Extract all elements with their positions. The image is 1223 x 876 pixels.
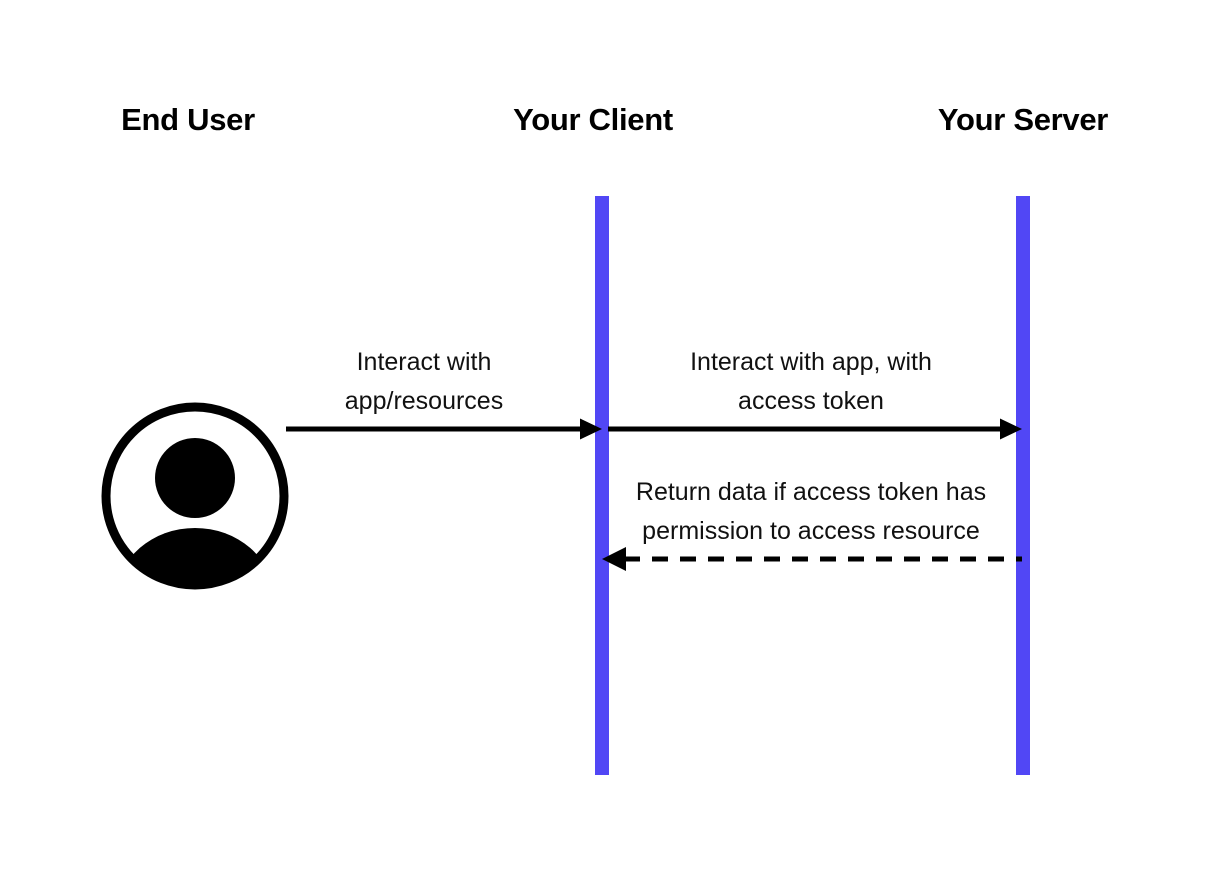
message-label-line-2: access token	[738, 387, 884, 415]
message-label-line-1: Interact with app, with	[690, 348, 932, 376]
lifeline-your-server	[1016, 196, 1030, 775]
message-label-server-to-client: Return data if access token has permissi…	[636, 473, 986, 551]
message-label-line-2: app/resources	[344, 387, 504, 415]
message-label-line-1: Return data if access token has	[635, 478, 987, 506]
lifeline-your-client	[595, 196, 609, 775]
user-avatar-icon	[99, 400, 291, 592]
message-label-user-to-client: Interact with app/resources	[345, 343, 503, 421]
message-arrow-user-to-client	[286, 416, 602, 442]
message-label-client-to-server: Interact with app, with access token	[690, 343, 932, 421]
message-label-line-2: permission to access resource	[642, 517, 980, 545]
participant-header-your-client: Your Client	[513, 102, 673, 137]
message-label-line-1: Interact with	[356, 348, 492, 376]
participant-header-your-server: Your Server	[937, 102, 1109, 137]
message-arrow-server-to-client	[602, 546, 1022, 572]
message-arrow-client-to-server	[608, 416, 1022, 442]
participant-header-end-user: End User	[121, 102, 255, 137]
